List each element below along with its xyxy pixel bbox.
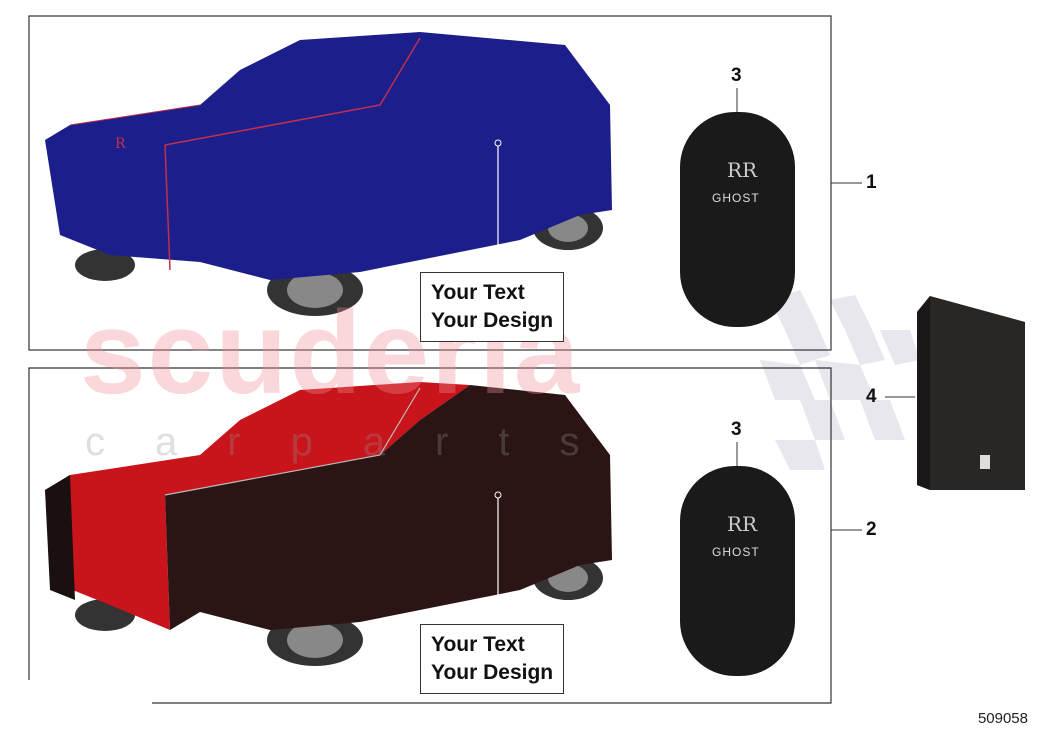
- bag-label-top: GHOST: [712, 191, 760, 205]
- text-line-2: Your Design: [431, 661, 554, 684]
- bag-logo-top: RR: [727, 158, 758, 182]
- text-line-1: Your Text: [431, 633, 525, 656]
- custom-text-box-bottom: Your Text Your Design: [420, 624, 565, 694]
- bottom-panel-frame: [28, 367, 832, 704]
- storage-bag-top: [680, 112, 795, 327]
- bag-logo-bottom: RR: [727, 512, 758, 536]
- car-cover-red-black: [45, 382, 612, 666]
- text-line-2: Your Design: [431, 309, 554, 332]
- car-cover-blue: R: [45, 32, 612, 316]
- callout-2: 2: [866, 519, 877, 540]
- callout-3-top: 3: [731, 65, 742, 86]
- text-line-1: Your Text: [431, 281, 525, 304]
- diagram-number: 509058: [977, 710, 1028, 727]
- storage-bag-bottom: [680, 466, 795, 676]
- callout-1: 1: [866, 172, 877, 193]
- presentation-box: [917, 296, 1025, 490]
- svg-text:R: R: [115, 136, 126, 152]
- watermark-carparts: carparts: [85, 420, 630, 464]
- callout-3-bottom: 3: [731, 419, 742, 440]
- bag-label-bottom: GHOST: [712, 545, 760, 559]
- callout-4: 4: [866, 386, 877, 407]
- custom-text-box-top: Your Text Your Design: [420, 272, 565, 342]
- checkered-flag-watermark: [760, 290, 920, 470]
